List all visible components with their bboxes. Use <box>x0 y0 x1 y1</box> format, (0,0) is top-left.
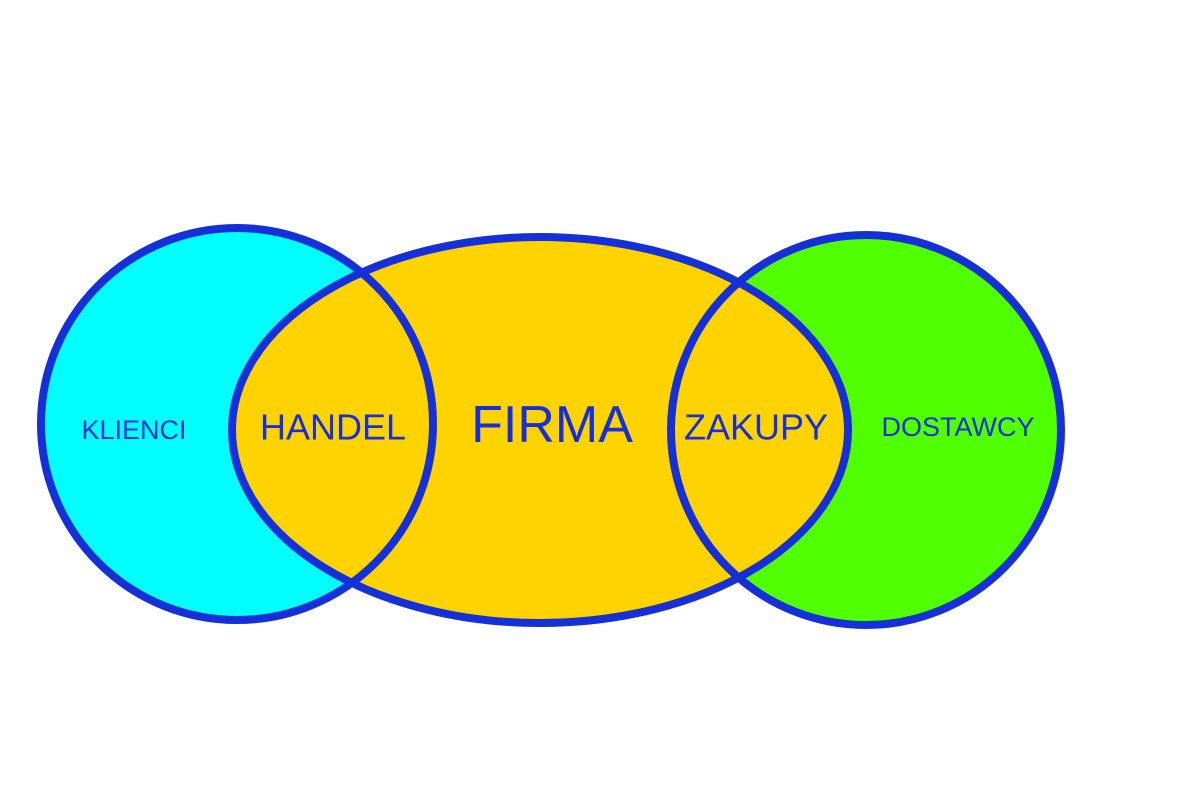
label-handel: HANDEL <box>260 407 406 448</box>
klienci-circle-outline <box>37 224 437 624</box>
firma-ellipse-outline <box>228 233 852 627</box>
label-klienci: KLIENCI <box>81 415 186 445</box>
dostawcy-circle-outline <box>667 231 1065 629</box>
handel-overlap-region <box>232 237 433 620</box>
label-dostawcy: DOSTAWCY <box>882 412 1035 442</box>
label-zakupy: ZAKUPY <box>684 407 828 448</box>
label-firma: FIRMA <box>471 396 633 454</box>
